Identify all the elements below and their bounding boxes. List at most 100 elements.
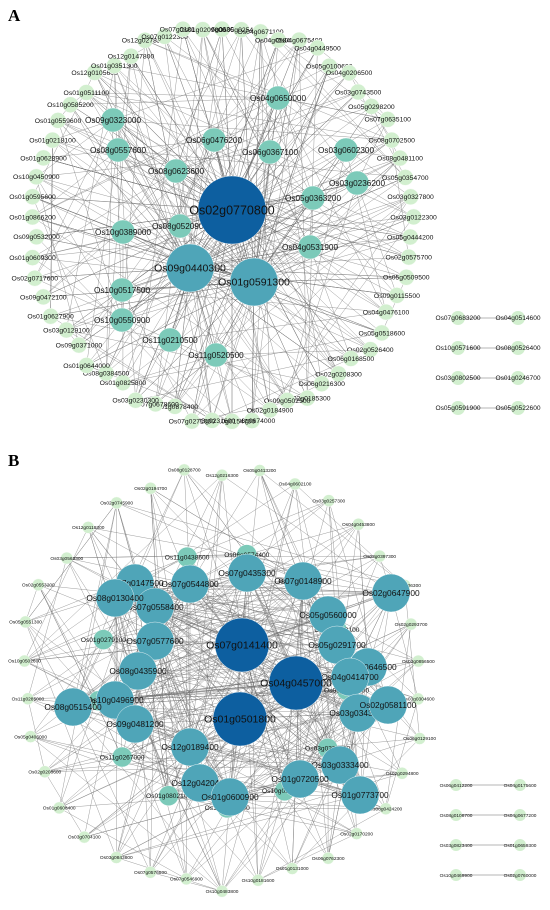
network-node: Os03g0743500 xyxy=(335,83,382,101)
edge xyxy=(253,236,411,283)
edge xyxy=(191,196,411,422)
edge xyxy=(24,629,337,662)
nodes: Os12g0216300Os05g0413200Os04g0602100Os03… xyxy=(8,463,436,898)
edge xyxy=(241,29,255,283)
node-circle xyxy=(395,767,409,780)
network-node: Os01g0720500 xyxy=(271,759,329,799)
edge xyxy=(30,736,223,892)
nodes: Os06g0630200Os05g0254674Os04g0671100Os04… xyxy=(9,20,437,430)
node-circle xyxy=(342,350,360,367)
edge xyxy=(36,176,123,321)
network-node: Os08g0130400 xyxy=(86,578,144,618)
edge xyxy=(175,91,359,172)
edge xyxy=(199,475,223,784)
node-label: Os09g0502500 xyxy=(264,398,311,405)
network-node: Os06g0367100 xyxy=(242,139,298,165)
network-node: Os01g0644000 xyxy=(63,357,110,374)
edge xyxy=(36,236,191,269)
node-label: Os08g0435900 xyxy=(109,666,167,676)
edge xyxy=(284,790,357,834)
node-circle xyxy=(166,398,184,415)
node-label: Os07g0141400 xyxy=(206,640,278,652)
edge xyxy=(253,216,414,283)
network-node: Os02g0581100 xyxy=(360,685,417,725)
edge xyxy=(24,572,248,662)
node-label: Os09g0440300 xyxy=(154,263,226,275)
edge xyxy=(36,119,114,177)
node-circle xyxy=(213,20,231,38)
node-circle xyxy=(110,851,123,864)
edge xyxy=(116,502,301,581)
node-circle xyxy=(106,57,123,74)
network-node: Os10g0450900 xyxy=(13,168,60,186)
network-node: Os01g0131000 xyxy=(276,862,309,875)
node-circle xyxy=(377,303,395,321)
edge xyxy=(215,354,271,411)
node-label: Os10g0181600 xyxy=(242,878,275,884)
node-label: Os08g0557600 xyxy=(90,146,146,155)
node-label: Os08g0520900 xyxy=(152,222,208,231)
network-node: Os04g0206500 xyxy=(326,64,373,82)
node-circle xyxy=(227,553,267,593)
node-label: Os12g0105600 xyxy=(71,70,118,77)
edge xyxy=(27,558,68,699)
node-label: Os05g0354700 xyxy=(382,175,429,182)
node-circle xyxy=(53,687,93,727)
network-node: Os04g0414700 xyxy=(321,657,379,697)
network-node: Os10g0154700 xyxy=(209,413,255,430)
network-node: Os05g0254674 xyxy=(218,21,265,38)
edge xyxy=(356,182,398,296)
network-node: Os08g0557600 xyxy=(90,137,146,163)
node-label: Os05g0551300 xyxy=(9,620,42,626)
node-circle xyxy=(212,691,268,747)
edge xyxy=(112,119,255,283)
network-node: Os03g0397300 xyxy=(363,549,396,563)
network-node: Os02g0553200 xyxy=(22,578,55,592)
network-node: Os12g0189400 xyxy=(161,727,219,767)
edge xyxy=(70,97,279,105)
node-label: Os01g0501800 xyxy=(204,714,276,726)
edge xyxy=(371,106,401,159)
edge xyxy=(70,104,191,269)
network-node: Os01g0511100 xyxy=(64,84,109,101)
edge xyxy=(246,555,380,574)
edge xyxy=(189,676,351,748)
edge xyxy=(122,29,242,233)
node-label: Os06g0630200 xyxy=(199,26,246,33)
pair-node-label: Os05g0591900 xyxy=(435,405,480,412)
network-node: Os11g0520500 xyxy=(188,342,244,368)
edge xyxy=(277,72,350,99)
pair-node-circle xyxy=(450,779,462,791)
node-label: Os07g0148900 xyxy=(274,576,332,586)
edge xyxy=(25,621,117,858)
node-label: Os02g0170200 xyxy=(340,831,373,837)
node-label: Os02g0208300 xyxy=(315,371,362,378)
edge xyxy=(187,555,380,558)
node-label: Os12g0189400 xyxy=(161,742,219,752)
pair-node-label: Os10g0469900 xyxy=(440,873,473,879)
network-node: Os03g0563300 xyxy=(50,551,84,565)
edge xyxy=(154,592,392,608)
edge xyxy=(38,584,99,701)
node-label: Os03g0563300 xyxy=(50,556,83,562)
node-label: Os03g0602300 xyxy=(318,146,374,155)
edge xyxy=(116,572,248,858)
network-node: Os05g0406000 xyxy=(14,730,47,743)
node-circle xyxy=(78,84,95,101)
node-circle xyxy=(156,28,173,45)
network-node: Os08g0515400 xyxy=(44,687,102,727)
network-node: Os04g0675400 xyxy=(276,31,323,49)
node-circle xyxy=(402,228,419,246)
node-circle xyxy=(58,321,75,339)
node-circle xyxy=(42,308,59,325)
network-node: Os01g0559600 xyxy=(35,112,81,129)
node-label: Os03g0333400 xyxy=(311,760,369,770)
node-circle xyxy=(405,208,422,226)
network-node: Os03g0122300 xyxy=(390,208,437,226)
network-node: Os09g0440300 xyxy=(154,243,226,293)
pair-node-circle xyxy=(514,839,526,851)
network-node: Os10g0517500 xyxy=(94,277,150,303)
edge xyxy=(189,583,341,766)
